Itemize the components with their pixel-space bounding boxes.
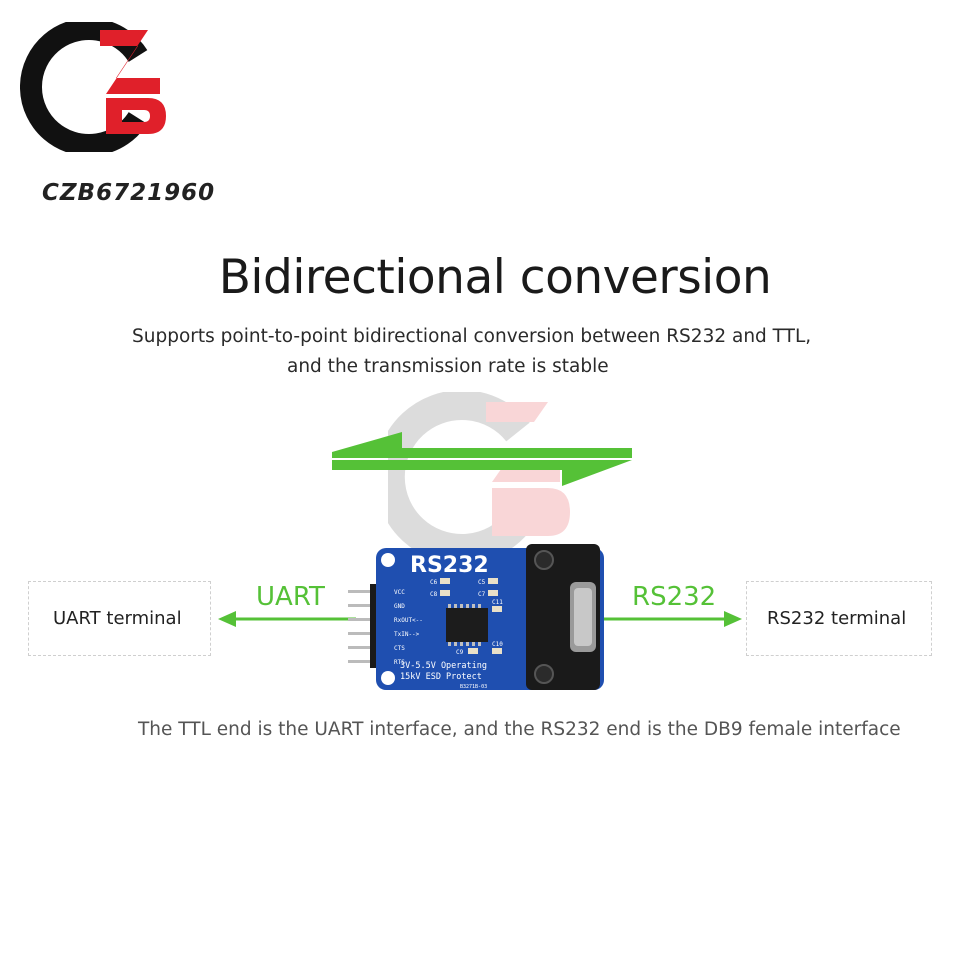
component-label: C8 [430,591,438,598]
pin-label: RTS [394,659,405,666]
footer-caption: The TTL end is the UART interface, and t… [138,719,901,740]
rs232-terminal-box: RS232 terminal [746,581,932,656]
component-label: C10 [492,641,503,648]
pin-label: TxIN--> [394,631,420,638]
pin-label: GND [394,603,405,610]
component-label: C11 [492,599,503,606]
subtitle-line-1: Supports point-to-point bidirectional co… [132,326,812,347]
brand-logo: CZB6721960 [20,22,214,206]
brand-name: CZB6721960 [42,180,216,206]
uart-terminal-label: UART terminal [53,608,182,629]
rs232-terminal-label: RS232 terminal [767,608,907,629]
pin-label: CTS [394,645,405,652]
component-label: C6 [430,579,438,586]
bidirectional-arrows [332,432,632,486]
board-spec-line-2: 15kV ESD Protect [400,672,482,682]
rs232-flow-label: RS232 [632,582,717,612]
uart-terminal-box: UART terminal [28,581,211,656]
rs232-arrow-right [604,611,742,627]
component-label: C7 [478,591,486,598]
pin-label: RxOUT<-- [394,617,423,624]
subtitle-line-2: and the transmission rate is stable [287,356,609,377]
board-title: RS232 [410,553,489,578]
board-spec-line-1: 3V-5.5V Operating [400,661,487,671]
component-label: C5 [478,579,486,586]
component-label: C9 [456,649,464,656]
uart-arrow-left [218,611,356,627]
uart-flow-label: UART [256,582,325,612]
board-code: B3271B-03 [460,684,487,690]
db9-connector [526,544,600,690]
rs232-module-board: RS232 VCC GND RxOUT<-- TxIN--> CTS RTS C… [348,544,604,690]
page-title: Bidirectional conversion [218,250,772,305]
pin-label: VCC [394,589,405,596]
brand-logo-mark [20,22,166,152]
